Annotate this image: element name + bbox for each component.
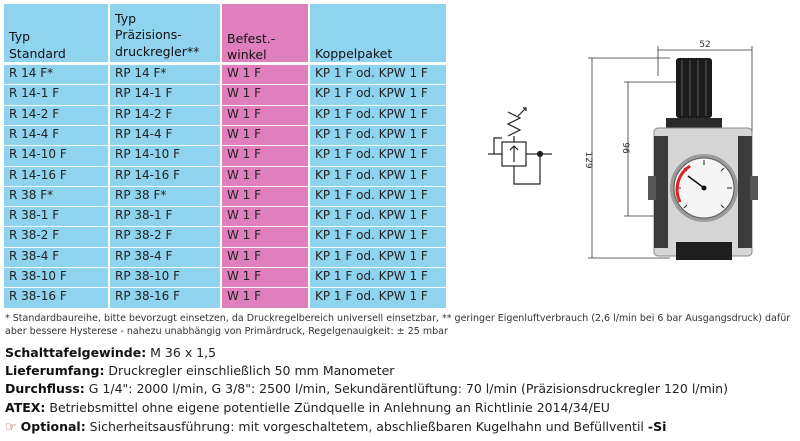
column-separator xyxy=(308,4,310,308)
header-standard-line-2: Typ xyxy=(9,29,31,44)
spec-flow: Durchfluss: G 1/4": 2000 l/min, G 3/8": … xyxy=(5,381,728,397)
header-kit: Koppelpaket xyxy=(310,4,446,64)
column-standard: Typ Standard R 14 F* R 14-1 F R 14-2 F R 14… xyxy=(4,4,108,308)
table-cell-kit: KP 1 F od. KPW 1 F xyxy=(310,287,446,304)
table-cell-precision: RP 14-10 F xyxy=(110,145,220,162)
table-cell-standard: R 14-16 F xyxy=(4,165,108,183)
dimension-body-label: 96 xyxy=(620,142,630,154)
table-cell-precision: RP 38-2 F xyxy=(110,226,220,243)
table-cell-bracket: W 1 F xyxy=(222,226,308,243)
table-cell-precision: RP 38-16 F xyxy=(110,287,220,304)
table-cell-precision: RP 38 F* xyxy=(110,185,220,203)
spec-panel-thread-value: M 36 x 1,5 xyxy=(146,345,217,360)
pressure-gauge-illustration xyxy=(670,154,738,222)
table-cell-bracket: W 1 F xyxy=(222,267,308,284)
table-cell-kit: KP 1 F od. KPW 1 F xyxy=(310,84,446,101)
header-precision-line-3: druckregler** xyxy=(115,44,200,59)
spec-optional-value: Sicherheitsausführung: mit vorgeschaltet… xyxy=(85,419,648,434)
table-cell-precision: RP 38-10 F xyxy=(110,267,220,284)
header-standard: Typ Standard xyxy=(4,4,108,64)
table-cell-precision: RP 38-4 F xyxy=(110,246,220,264)
footnote: * Standardbaureihe, bitte bevorzugt eins… xyxy=(5,313,791,337)
table-cell-bracket: W 1 F xyxy=(222,145,308,162)
table-cell-kit: KP 1 F od. KPW 1 F xyxy=(310,226,446,243)
spec-optional-label: Optional: xyxy=(20,419,86,434)
table-cell-kit: KP 1 F od. KPW 1 F xyxy=(310,124,446,142)
table-cell-bracket: W 1 F xyxy=(222,165,308,183)
spec-atex: ATEX: Betriebsmittel ohne eigene potenti… xyxy=(5,400,610,416)
header-kit-line-3: Koppelpaket xyxy=(315,46,393,61)
table-cell-standard: R 38-10 F xyxy=(4,267,108,284)
table-cell-bracket: W 1 F xyxy=(222,124,308,142)
table-cell-kit: KP 1 F od. KPW 1 F xyxy=(310,104,446,122)
spec-panel-thread-label: Schalttafelgewinde: xyxy=(5,345,147,360)
spec-atex-value: Betriebsmittel ohne eigene potentielle Z… xyxy=(45,400,610,415)
table-cell-standard: R 38-4 F xyxy=(4,246,108,264)
spec-scope-label: Lieferumfang: xyxy=(5,363,105,378)
column-kit: Koppelpaket KP 1 F od. KPW 1 F KP 1 F od.… xyxy=(310,4,446,308)
table-cell-precision: RP 38-1 F xyxy=(110,206,220,223)
table-cell-bracket: W 1 F xyxy=(222,185,308,203)
table-cell-standard: R 38-16 F xyxy=(4,287,108,304)
pressure-regulator-symbol-icon xyxy=(488,107,552,185)
table-cell-kit: KP 1 F od. KPW 1 F xyxy=(310,145,446,162)
table-cell-kit: KP 1 F od. KPW 1 F xyxy=(310,64,446,81)
table-cell-bracket: W 1 F xyxy=(222,64,308,81)
spec-scope-of-delivery: Lieferumfang: Druckregler einschließlich… xyxy=(5,363,394,379)
table-cell-bracket: W 1 F xyxy=(222,246,308,264)
table-cell-standard: R 14 F* xyxy=(4,64,108,81)
table-cell-standard: R 38-1 F xyxy=(4,206,108,223)
column-separator xyxy=(108,4,110,308)
table-cell-kit: KP 1 F od. KPW 1 F xyxy=(310,185,446,203)
spec-panel-thread: Schalttafelgewinde: M 36 x 1,5 xyxy=(5,345,216,361)
spec-optional-suffix: -Si xyxy=(647,419,667,434)
header-precision-line-1: Typ xyxy=(115,11,137,26)
header-bracket: Befest.- winkel xyxy=(222,4,308,64)
dimension-total-label: 129 xyxy=(583,151,593,168)
table-cell-standard: R 38-2 F xyxy=(4,226,108,243)
pointing-hand-icon: ☞ xyxy=(5,420,17,435)
table-cell-kit: KP 1 F od. KPW 1 F xyxy=(310,246,446,264)
table-cell-bracket: W 1 F xyxy=(222,287,308,304)
table-cell-standard: R 14-4 F xyxy=(4,124,108,142)
table-cell-precision: RP 14-2 F xyxy=(110,104,220,122)
header-precision-line-2: Präzisions- xyxy=(115,27,182,42)
table-cell-standard: R 14-2 F xyxy=(4,104,108,122)
table-cell-kit: KP 1 F od. KPW 1 F xyxy=(310,165,446,183)
table-cell-precision: RP 14-4 F xyxy=(110,124,220,142)
spec-flow-value: G 1/4": 2000 l/min, G 3/8": 2500 l/min, … xyxy=(84,381,728,396)
dimension-width-label: 52 xyxy=(699,40,710,50)
table-cell-precision: RP 14-16 F xyxy=(110,165,220,183)
table-cell-bracket: W 1 F xyxy=(222,104,308,122)
table-cell-bracket: W 1 F xyxy=(222,206,308,223)
column-precision: Typ Präzisions- druckregler** RP 14 F* RP… xyxy=(110,4,220,308)
column-separator xyxy=(220,4,222,308)
table-cell-precision: RP 14 F* xyxy=(110,64,220,81)
spec-scope-value: Druckregler einschließlich 50 mm Manomet… xyxy=(104,363,395,378)
column-bracket: Befest.- winkel W 1 F W 1 F W 1 F W 1 F W 1 … xyxy=(222,4,308,308)
regulator-drawing: 52 96 129 xyxy=(488,40,758,260)
header-bracket-line-2: Befest.- xyxy=(227,31,276,46)
table-cell-kit: KP 1 F od. KPW 1 F xyxy=(310,267,446,284)
table-cell-kit: KP 1 F od. KPW 1 F xyxy=(310,206,446,223)
table-cell-bracket: W 1 F xyxy=(222,84,308,101)
spec-atex-label: ATEX: xyxy=(5,400,46,415)
table-cell-standard: R 38 F* xyxy=(4,185,108,203)
spec-optional: ☞Optional: Sicherheitsausführung: mit vo… xyxy=(5,419,666,436)
dimension-lines xyxy=(588,46,753,259)
table-cell-standard: R 14-10 F xyxy=(4,145,108,162)
header-precision: Typ Präzisions- druckregler** xyxy=(110,4,220,64)
spec-flow-label: Durchfluss: xyxy=(5,381,85,396)
header-bracket-line-3: winkel xyxy=(227,47,267,62)
table-cell-precision: RP 14-1 F xyxy=(110,84,220,101)
header-standard-line-3: Standard xyxy=(9,46,66,61)
table-cell-standard: R 14-1 F xyxy=(4,84,108,101)
regulator-table: Typ Standard R 14 F* R 14-1 F R 14-2 F R 14… xyxy=(4,4,446,308)
